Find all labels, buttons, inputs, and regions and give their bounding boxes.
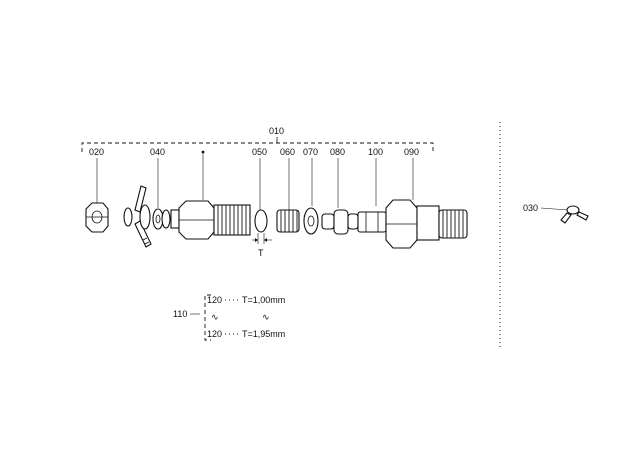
part-labels: 020 040 050 060 070 080 100 090 — [89, 147, 419, 210]
label-040: 040 — [150, 147, 165, 157]
thread-lines — [217, 205, 247, 235]
shim-first-part: 120 — [207, 295, 222, 305]
assembly-bracket: 010 — [81, 126, 434, 152]
label-030: 030 — [523, 203, 538, 213]
nozzle-body-090 — [385, 199, 468, 249]
label-100: 100 — [368, 147, 383, 157]
spacer-070 — [303, 207, 319, 235]
pin-080 — [321, 209, 359, 235]
label-070: 070 — [303, 147, 318, 157]
leader-dot — [201, 150, 205, 154]
shim-first-value: T=1,00mm — [242, 295, 285, 305]
label-080: 080 — [330, 147, 345, 157]
shim-ref: 110 — [173, 309, 187, 319]
disc-050: T — [252, 209, 272, 258]
label-050: 050 — [252, 147, 267, 157]
spring-060 — [276, 209, 300, 233]
label-060: 060 — [280, 147, 295, 157]
nozzle-holder — [170, 200, 251, 240]
shim-last-part: 120 — [207, 329, 222, 339]
hex-nut-020 — [85, 202, 109, 233]
label-090: 090 — [404, 147, 419, 157]
label-010: 010 — [269, 126, 284, 136]
label-020: 020 — [89, 147, 104, 157]
shim-tilde-left: ∿ — [211, 312, 219, 322]
banjo-fitting-030: 030 — [523, 203, 589, 224]
shim-last-value: T=1,95mm — [242, 329, 285, 339]
shim-tilde-right: ∿ — [262, 312, 270, 322]
sleeve-100 — [357, 211, 387, 233]
shim-table: 110 120 T=1,00mm ∿ ∿ 120 T=1,95mm — [173, 294, 285, 341]
thickness-symbol: T — [258, 248, 264, 258]
banjo-fitting-040 — [123, 185, 171, 248]
